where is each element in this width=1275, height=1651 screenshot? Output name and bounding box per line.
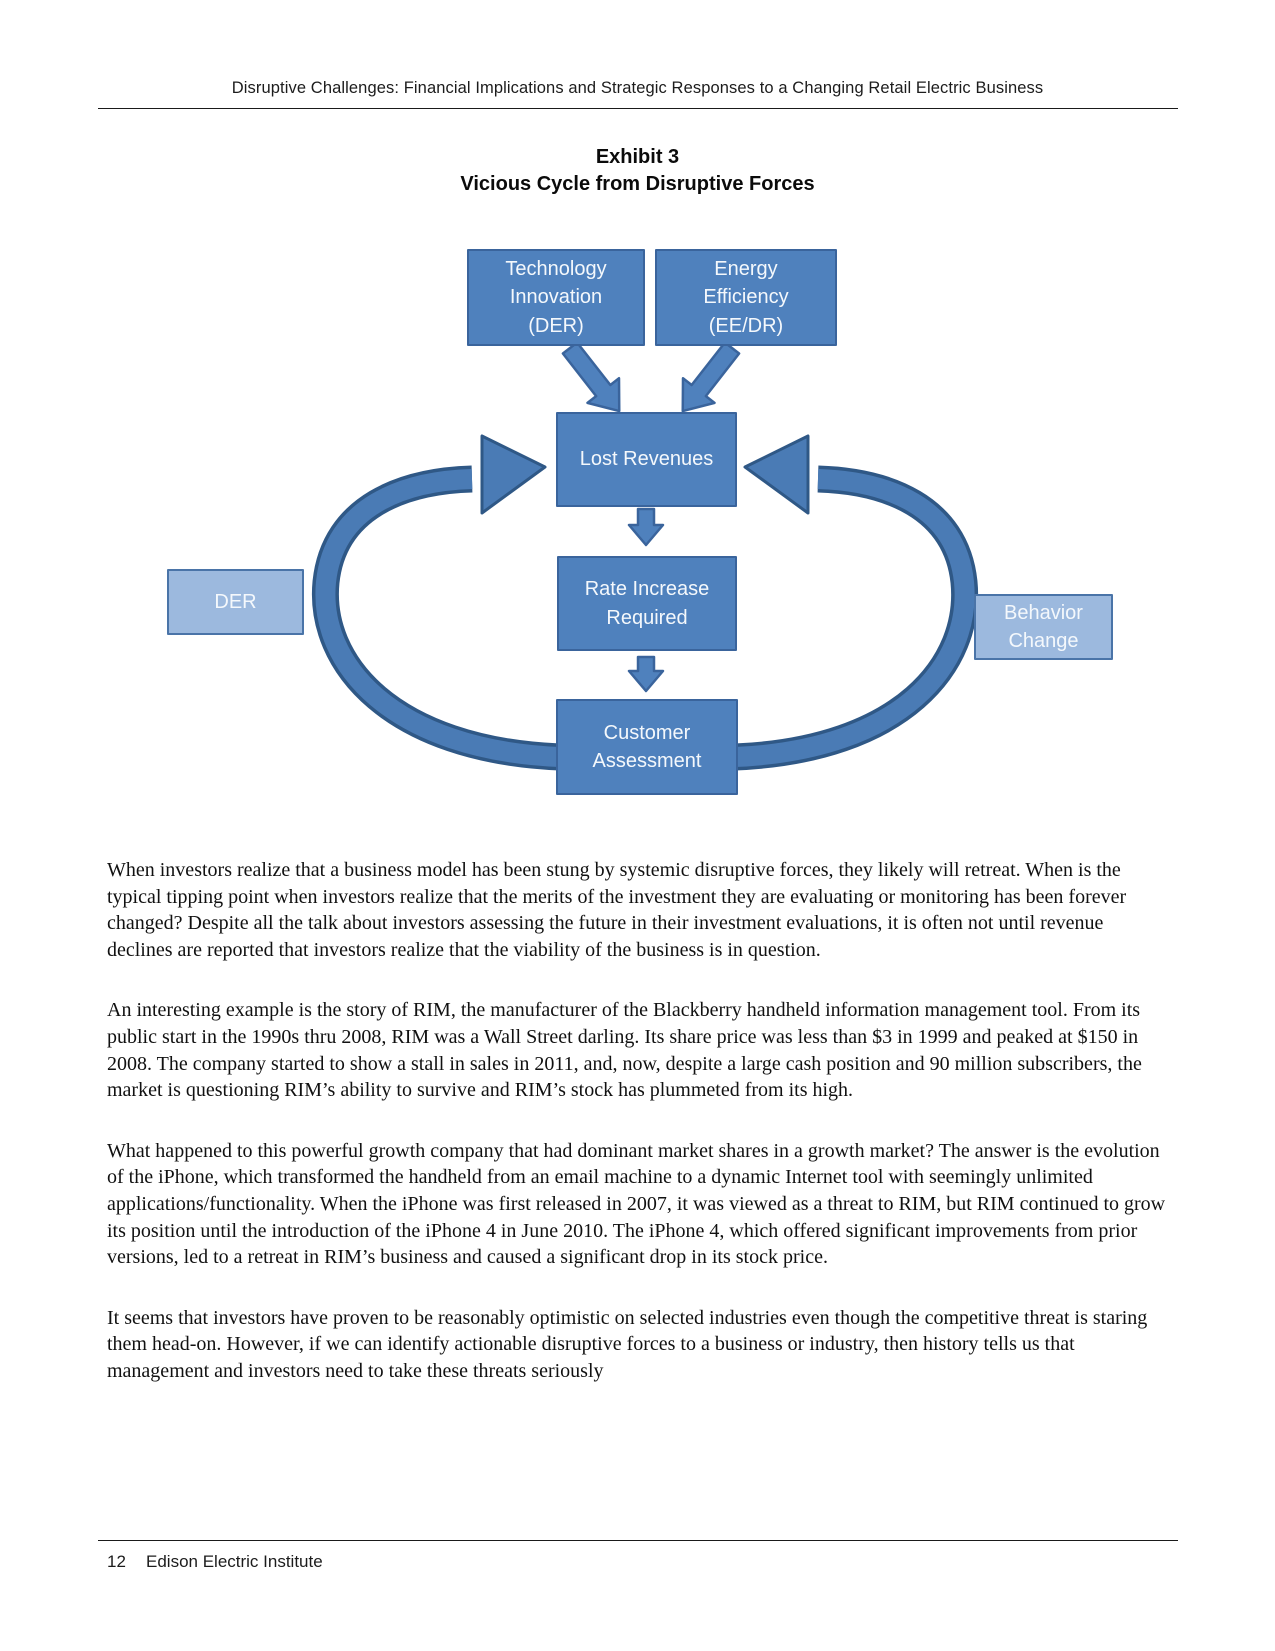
cycle-arrow-right bbox=[734, 434, 979, 771]
arrow-lost-to-rate bbox=[627, 507, 665, 547]
paragraph-3: What happened to this powerful growth co… bbox=[107, 1139, 1166, 1269]
node-lost-revenues: Lost Revenues bbox=[556, 412, 737, 507]
node-label: Customer Assessment bbox=[592, 721, 702, 773]
arrow-energy-to-lost-revenues bbox=[681, 341, 741, 413]
running-header: Disruptive Challenges: Financial Implica… bbox=[231, 79, 1044, 97]
node-rate-increase-required: Rate Increase Required bbox=[557, 556, 737, 651]
arrow-rate-to-customer bbox=[627, 655, 665, 693]
node-der: DER bbox=[167, 569, 304, 635]
footer-rule bbox=[98, 1540, 1178, 1541]
header-rule bbox=[98, 108, 1178, 109]
node-label: Technology Innovation (DER) bbox=[505, 257, 607, 337]
node-technology-innovation: Technology Innovation (DER) bbox=[467, 249, 645, 346]
footer-page-number: 12 bbox=[107, 1552, 126, 1571]
footer-publisher: Edison Electric Institute bbox=[146, 1552, 323, 1571]
exhibit-caption: Exhibit 3 Vicious Cycle from Disruptive … bbox=[0, 144, 1275, 197]
node-label: DER bbox=[214, 590, 257, 613]
cycle-arrow-left bbox=[311, 434, 561, 771]
node-energy-efficiency: Energy Efficiency (EE/DR) bbox=[655, 249, 837, 346]
node-label: Rate Increase Required bbox=[584, 578, 710, 629]
paragraph-1: When investors realize that a business m… bbox=[107, 859, 1127, 961]
arrow-technology-to-lost-revenues bbox=[561, 341, 621, 413]
node-label: Behavior Change bbox=[1004, 601, 1083, 653]
vicious-cycle-diagram bbox=[311, 341, 979, 771]
node-label: Energy Efficiency (EE/DR) bbox=[703, 257, 789, 337]
body-text: When investors realize that a business m… bbox=[107, 857, 1170, 1419]
exhibit-label: Exhibit 3 bbox=[595, 146, 680, 168]
exhibit-title: Vicious Cycle from Disruptive Forces bbox=[460, 172, 815, 195]
node-behavior-change: Behavior Change bbox=[974, 594, 1113, 660]
node-customer-assessment: Customer Assessment bbox=[556, 699, 738, 795]
node-label: Lost Revenues bbox=[579, 448, 714, 471]
paragraph-2: An interesting example is the story of R… bbox=[107, 999, 1142, 1102]
paragraph-4: It seems that investors have proven to b… bbox=[107, 1306, 1148, 1382]
